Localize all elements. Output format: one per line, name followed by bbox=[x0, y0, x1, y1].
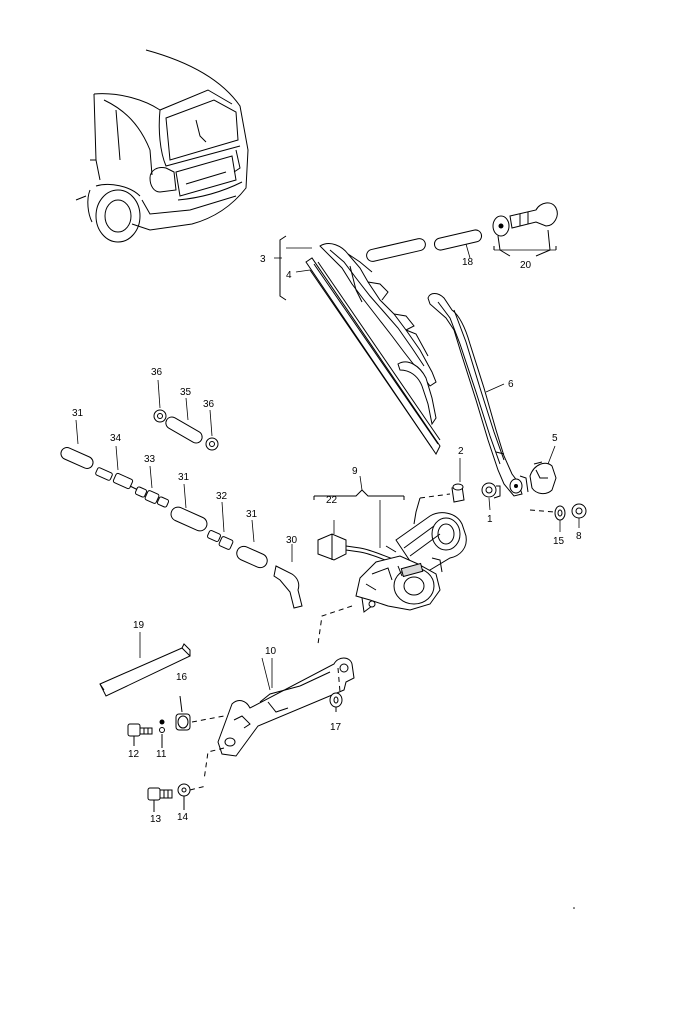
label-19: 19 bbox=[133, 620, 145, 631]
label-5: 5 bbox=[552, 433, 558, 444]
leader-6 bbox=[485, 383, 505, 393]
label-33: 33 bbox=[144, 454, 156, 465]
part-15-washer bbox=[529, 505, 566, 521]
label-9: 9 bbox=[352, 466, 358, 477]
part-18-rod bbox=[366, 229, 483, 262]
label-36a: 36 bbox=[151, 367, 163, 378]
part-2-grommet bbox=[413, 483, 465, 525]
label-30: 30 bbox=[286, 535, 298, 546]
label-32: 32 bbox=[216, 491, 228, 502]
part-1-nut bbox=[481, 482, 501, 499]
part-11-clip bbox=[159, 719, 165, 748]
label-35: 35 bbox=[180, 387, 192, 398]
label-3: 3 bbox=[260, 254, 266, 265]
label-6: 6 bbox=[508, 379, 514, 390]
label-2: 2 bbox=[458, 446, 464, 457]
part-13-screw bbox=[147, 787, 173, 812]
part-labels: 3 4 18 20 6 5 2 1 15 8 9 22 36 35 36 31 … bbox=[72, 254, 582, 825]
part-17-bush bbox=[329, 692, 343, 712]
label-4: 4 bbox=[286, 270, 292, 281]
label-18: 18 bbox=[462, 257, 474, 268]
label-14: 14 bbox=[177, 812, 189, 823]
leader-5 bbox=[547, 445, 556, 465]
wiper-motor-icon bbox=[313, 489, 467, 613]
label-31c: 31 bbox=[246, 509, 258, 520]
label-8: 8 bbox=[576, 531, 582, 542]
wiper-blade-icon bbox=[305, 243, 441, 455]
label-16: 16 bbox=[176, 672, 188, 683]
connector-bracket-screws bbox=[203, 747, 225, 781]
part-8-nut bbox=[571, 503, 587, 519]
wiper-arm-icon bbox=[427, 293, 529, 497]
part-5-cap bbox=[529, 461, 557, 495]
label-34: 34 bbox=[110, 433, 122, 444]
scan-dot bbox=[573, 907, 575, 909]
part-19-strip bbox=[99, 632, 191, 697]
label-22: 22 bbox=[326, 495, 338, 506]
part-10-bracket bbox=[217, 657, 355, 757]
part-16-bush bbox=[175, 695, 225, 731]
part-12-screw bbox=[127, 723, 153, 746]
part-14-washer bbox=[177, 783, 207, 810]
label-11: 11 bbox=[156, 749, 167, 760]
label-31b: 31 bbox=[178, 472, 190, 483]
leader-1 bbox=[488, 497, 491, 511]
label-1: 1 bbox=[487, 514, 493, 525]
label-20: 20 bbox=[520, 260, 532, 271]
part-20-nozzle bbox=[492, 202, 558, 257]
label-13: 13 bbox=[150, 814, 162, 825]
label-15: 15 bbox=[553, 536, 565, 547]
connector-motor-bracket bbox=[317, 605, 353, 645]
washer-hose-assembly bbox=[60, 379, 303, 609]
label-17: 17 bbox=[330, 722, 342, 733]
label-12: 12 bbox=[128, 749, 140, 760]
label-10: 10 bbox=[265, 646, 277, 657]
bracket-3-4 bbox=[279, 235, 287, 301]
label-36b: 36 bbox=[203, 399, 215, 410]
leader-9 bbox=[359, 475, 363, 491]
rear-vehicle-icon bbox=[75, 49, 249, 243]
label-31a: 31 bbox=[72, 408, 84, 419]
